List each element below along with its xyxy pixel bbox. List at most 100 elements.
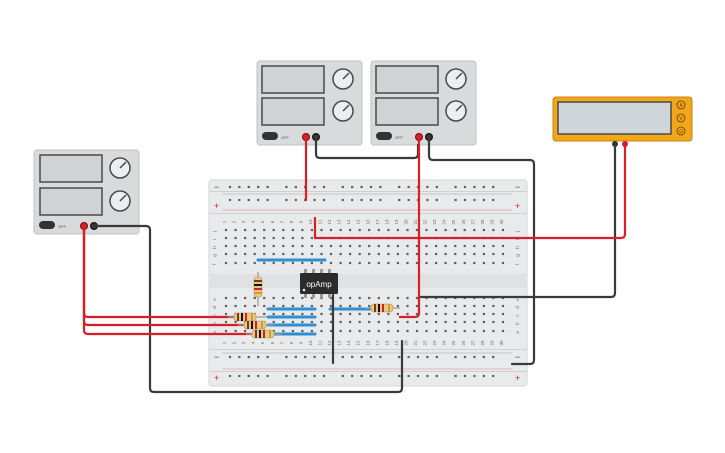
breadboard-hole[interactable]	[387, 312, 390, 316]
breadboard-hole[interactable]	[444, 329, 447, 333]
breadboard-hole[interactable]	[272, 320, 275, 324]
breadboard-hole[interactable]	[291, 329, 294, 333]
breadboard-hole[interactable]	[253, 236, 256, 240]
breadboard-hole[interactable]	[322, 185, 326, 189]
red-wire-psu-right-to-row[interactable]	[398, 135, 421, 319]
breadboard-hole[interactable]	[368, 312, 371, 316]
breadboard-hole[interactable]	[482, 355, 485, 359]
breadboard-hole[interactable]	[360, 355, 363, 359]
breadboard-hole[interactable]	[294, 198, 297, 202]
breadboard-hole[interactable]	[351, 185, 354, 189]
breadboard-hole[interactable]	[339, 329, 342, 333]
breadboard-hole[interactable]	[368, 329, 371, 333]
blue-jumpers[interactable]	[256, 258, 377, 336]
breadboard-hole[interactable]	[435, 304, 438, 308]
breadboard-hole[interactable]	[482, 261, 485, 265]
breadboard-hole[interactable]	[473, 252, 476, 256]
breadboard-hole[interactable]	[501, 228, 505, 232]
breadboard-hole[interactable]	[473, 261, 476, 265]
breadboard-hole[interactable]	[253, 228, 256, 232]
breadboard-hole[interactable]	[247, 355, 250, 359]
breadboard-hole[interactable]	[224, 236, 228, 240]
breadboard-hole[interactable]	[294, 355, 297, 359]
breadboard-hole[interactable]	[263, 244, 266, 248]
breadboard-hole[interactable]	[341, 374, 344, 378]
breadboard-hole[interactable]	[228, 185, 232, 189]
breadboard-hole[interactable]	[329, 312, 333, 316]
breadboard-hole[interactable]	[282, 236, 285, 240]
breadboard-hole[interactable]	[263, 312, 266, 316]
breadboard-hole[interactable]	[473, 374, 476, 378]
breadboard-hole[interactable]	[360, 374, 363, 378]
breadboard-hole[interactable]	[398, 185, 401, 189]
breadboard-hole[interactable]	[349, 312, 352, 316]
breadboard-hole[interactable]	[329, 320, 333, 324]
breadboard-hole[interactable]	[244, 228, 247, 232]
breadboard-hole[interactable]	[406, 252, 409, 256]
breadboard-hole[interactable]	[244, 252, 247, 256]
breadboard-hole[interactable]	[454, 244, 457, 248]
breadboard-hole[interactable]	[244, 261, 247, 265]
breadboard-hole[interactable]	[320, 304, 323, 308]
breadboard-hole[interactable]	[473, 244, 476, 248]
breadboard-hole[interactable]	[463, 244, 466, 248]
breadboard-hole[interactable]	[349, 228, 352, 232]
breadboard-hole[interactable]	[426, 185, 429, 189]
breadboard-hole[interactable]	[272, 236, 275, 240]
breadboard-hole[interactable]	[492, 320, 495, 324]
breadboard-hole[interactable]	[454, 228, 457, 232]
breadboard-hole[interactable]	[253, 296, 256, 300]
breadboard-hole[interactable]	[285, 198, 288, 202]
breadboard-hole[interactable]	[301, 228, 304, 232]
opamp-chip[interactable]: opAmp	[300, 269, 338, 298]
breadboard-hole[interactable]	[473, 304, 476, 308]
breadboard-hole[interactable]	[407, 198, 410, 202]
breadboard-hole[interactable]	[368, 244, 371, 248]
breadboard-hole[interactable]	[263, 296, 266, 300]
breadboard-hole[interactable]	[291, 296, 294, 300]
breadboard-hole[interactable]	[463, 304, 466, 308]
wires-black[interactable]	[92, 135, 617, 394]
breadboard-hole[interactable]	[291, 304, 294, 308]
breadboard-hole[interactable]	[482, 244, 485, 248]
power-supply-left[interactable]: OFF	[33, 149, 140, 235]
breadboard-hole[interactable]	[282, 252, 285, 256]
breadboard-hole[interactable]	[454, 374, 457, 378]
breadboard-hole[interactable]	[358, 252, 361, 256]
breadboard-hole[interactable]	[444, 244, 447, 248]
breadboard-hole[interactable]	[492, 312, 495, 316]
breadboard-hole[interactable]	[272, 228, 275, 232]
breadboard-hole[interactable]	[368, 261, 371, 265]
breadboard-hole[interactable]	[377, 228, 380, 232]
breadboard-hole[interactable]	[341, 185, 344, 189]
breadboard-hole[interactable]	[234, 329, 237, 333]
breadboard-hole[interactable]	[501, 261, 505, 265]
breadboard-hole[interactable]	[415, 252, 419, 256]
breadboard-hole[interactable]	[339, 261, 342, 265]
breadboard-hole[interactable]	[351, 355, 354, 359]
breadboard-hole[interactable]	[387, 228, 390, 232]
red-wire-rail-to-multimeter[interactable]	[313, 142, 627, 240]
breadboard-hole[interactable]	[415, 312, 419, 316]
breadboard-hole[interactable]	[301, 261, 304, 265]
breadboard-hole[interactable]	[320, 329, 323, 333]
breadboard-hole[interactable]	[253, 304, 256, 308]
breadboard-hole[interactable]	[349, 329, 352, 333]
breadboard-hole[interactable]	[266, 198, 269, 202]
breadboard-hole[interactable]	[263, 236, 266, 240]
breadboard-hole[interactable]	[482, 312, 485, 316]
breadboard-hole[interactable]	[482, 320, 485, 324]
breadboard-hole[interactable]	[444, 228, 447, 232]
breadboard-hole[interactable]	[351, 198, 354, 202]
breadboard-hole[interactable]	[234, 296, 237, 300]
breadboard-hole[interactable]	[368, 304, 371, 308]
breadboard-hole[interactable]	[234, 320, 237, 324]
breadboard-hole[interactable]	[492, 304, 495, 308]
breadboard-hole[interactable]	[425, 261, 428, 265]
multimeter-mode-a-icon[interactable]	[676, 100, 686, 110]
breadboard-hole[interactable]	[444, 312, 447, 316]
breadboard-hole[interactable]	[301, 236, 304, 240]
breadboard-hole[interactable]	[369, 374, 373, 378]
psu-left-off-button[interactable]	[39, 221, 55, 229]
breadboard-hole[interactable]	[257, 198, 260, 202]
